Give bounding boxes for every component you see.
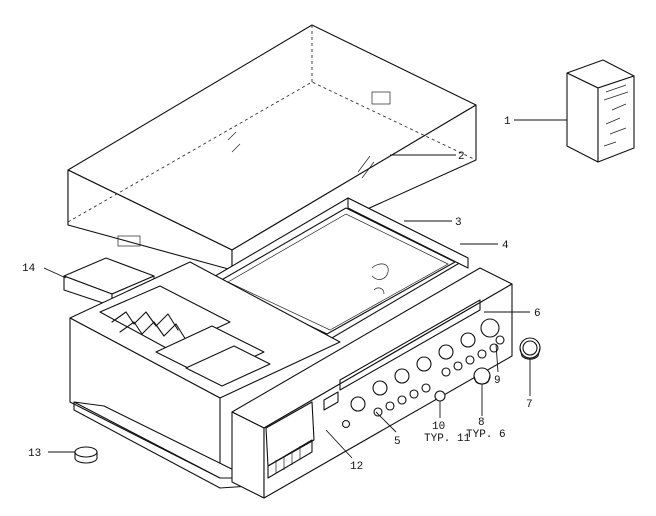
- callout-8-typ: TYP. 6: [466, 429, 506, 441]
- callout-2: 2: [458, 151, 465, 163]
- callout-10-typ: TYP. 11: [424, 433, 471, 445]
- leader-lines: [43, 119, 567, 459]
- callout-9: 9: [494, 375, 501, 387]
- rubber-foot: [74, 446, 98, 464]
- callout-10: 10: [432, 421, 445, 433]
- knob-large-7: [519, 337, 541, 360]
- dust-cover: [67, 24, 477, 271]
- base-chassis: [69, 261, 341, 489]
- callout-1: 1: [504, 116, 511, 128]
- knob-8: [473, 367, 491, 385]
- callout-14: 14: [22, 263, 36, 275]
- callout-5: 5: [394, 436, 401, 448]
- knob-row: [341, 318, 505, 429]
- callout-4: 4: [502, 240, 509, 252]
- callout-12: 12: [350, 461, 363, 473]
- front-panel: [231, 267, 513, 499]
- knob-10: [434, 390, 446, 402]
- callout-6: 6: [534, 308, 541, 320]
- callout-7: 7: [526, 399, 533, 411]
- callout-13: 13: [28, 448, 41, 460]
- callout-3: 3: [455, 217, 462, 229]
- callout-8: 8: [478, 417, 485, 429]
- speaker-box: [566, 59, 635, 163]
